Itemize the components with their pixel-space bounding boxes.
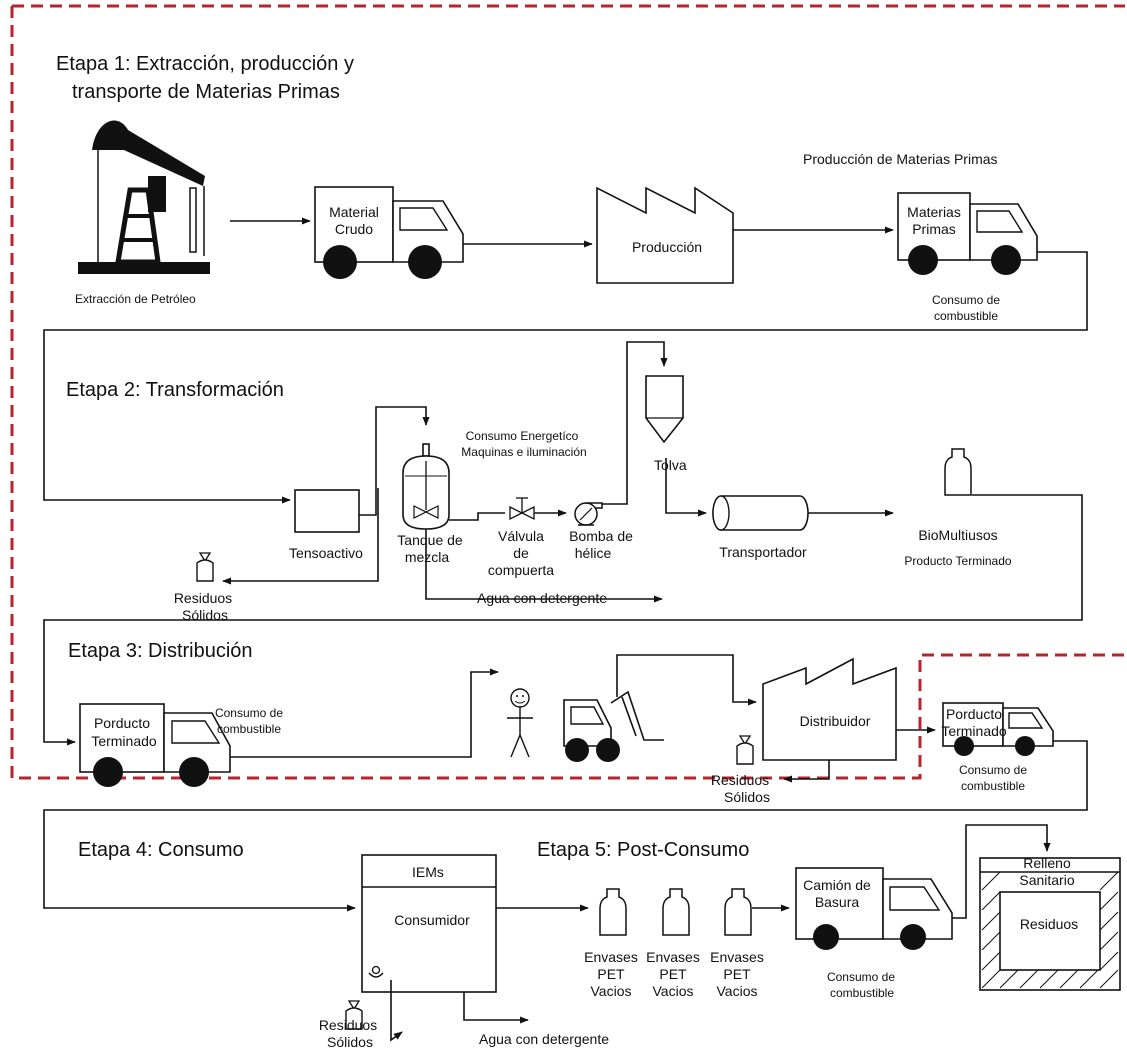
valve-label-line2: de [513,545,529,561]
factory-label: Producción [632,239,702,255]
energy-line2: Maquinas e iluminación [461,445,586,459]
consumer-box [361,854,497,993]
stage1-title-line2: transporte de Materias Primas [72,81,340,103]
pump-label-line1: Bomba de [569,528,633,544]
pet-bottle-icon [662,888,690,936]
pet2-line2: PET [659,966,687,982]
truck4-label-line2: Terminado [941,723,1007,739]
pump-icon [574,502,603,526]
system-boundary [10,4,1125,780]
pet1-line1: Envases [584,949,638,965]
garbage-truck-line1: Camión de [803,877,871,893]
truck-material-crudo [314,186,464,279]
water4-label: Agua con detergente [479,1031,609,1047]
consumer-label: Consumidor [394,912,470,928]
truck2-label-line2: Primas [912,221,956,237]
pet2-line1: Envases [646,949,700,965]
landfill-line2: Sanitario [1019,872,1074,888]
hopper-label: Tolva [654,457,687,473]
truck2-label-line1: Materias [907,204,961,220]
production-note: Producción de Materias Primas [803,151,998,167]
energy-line1: Consumo Energetíco [466,429,579,443]
waste3-line2: Sólidos [724,789,770,805]
fuel1-line2: combustible [934,309,998,323]
landfill [979,857,1121,991]
fuel1-line1: Consumo de [932,293,1000,307]
truck1-label-line1: Material [329,204,379,220]
biomultiusos-note: Producto Terminado [904,554,1012,568]
biomultiusos-bottle-icon [944,448,972,496]
fuel5-line1: Consumo de [827,970,895,984]
tank-label-line1: Tanque de [397,532,463,548]
waste2-line1: Residuos [174,590,232,606]
biomultiusos-label: BioMultiusos [918,527,997,543]
mixing-tank [402,443,450,530]
stage3-title: Etapa 3: Distribución [68,640,253,662]
waste4-line1: Residuos [319,1017,377,1033]
pet-bottle-icon [724,888,752,936]
fuel3-line2: combustible [217,722,281,736]
hopper-tolva [645,375,684,444]
water2-label: Agua con detergente [477,590,607,606]
fuel4-line1: Consumo de [959,763,1027,777]
truck3-label-line2: Terminado [91,733,157,749]
forklift-icon [563,690,664,762]
distributor-building [762,657,897,761]
garbage-truck-line2: Basura [815,894,860,910]
pumpjack-icon [78,120,210,274]
waste3-line1: Residuos [711,772,769,788]
fuel4-line2: combustible [961,779,1025,793]
pet-bottle-icon [599,888,627,936]
tensoactivo-box [294,489,360,533]
pet1-line2: PET [597,966,625,982]
fuel3-line1: Consumo de [215,706,283,720]
stage1-title-line1: Etapa 1: Extracción, producción y [56,53,354,75]
pet2-line3: Vacios [653,983,694,999]
pump-label-line2: hélice [575,545,612,561]
stage4-title: Etapa 4: Consumo [78,839,244,861]
stage5-title: Etapa 5: Post-Consumo [537,839,749,861]
tensoactivo-label: Tensoactivo [289,545,363,561]
tank-label-line2: mezcla [405,549,450,565]
valve-label-line1: Válvula [498,528,544,544]
landfill-line1: Relleno [1023,855,1071,871]
truck3-label-line1: Porducto [94,715,150,731]
truck-producto-terminado-2 [942,702,1054,756]
sink-icon [368,965,384,978]
conveyor [712,495,809,531]
truck1-label-line2: Crudo [335,221,373,237]
waste4-line2: Sólidos [327,1034,373,1050]
stage2-title: Etapa 2: Transformación [66,379,284,401]
pet1-line3: Vacios [591,983,632,999]
valve-icon [509,497,535,521]
valve-label-line3: compuerta [488,562,554,578]
pet3-line1: Envases [710,949,764,965]
fuel5-line2: combustible [830,986,894,1000]
iems-label: IEMs [412,864,444,880]
pet3-line2: PET [723,966,751,982]
truck-producto-terminado [79,703,231,787]
extraction-label: Extracción de Petróleo [75,292,196,306]
factory-produccion [596,186,734,284]
truck-materias-primas [897,192,1038,275]
waste2-line2: Sólidos [182,607,228,623]
landfill-inner-label: Residuos [1020,916,1078,932]
waste-icon [196,552,214,582]
distributor-label: Distribuidor [800,713,871,729]
truck4-label-line1: Porducto [946,706,1002,722]
garbage-truck [795,867,953,950]
person-icon [507,688,533,758]
conveyor-label: Transportador [719,544,807,560]
waste-icon [736,735,754,765]
pet3-line3: Vacios [717,983,758,999]
